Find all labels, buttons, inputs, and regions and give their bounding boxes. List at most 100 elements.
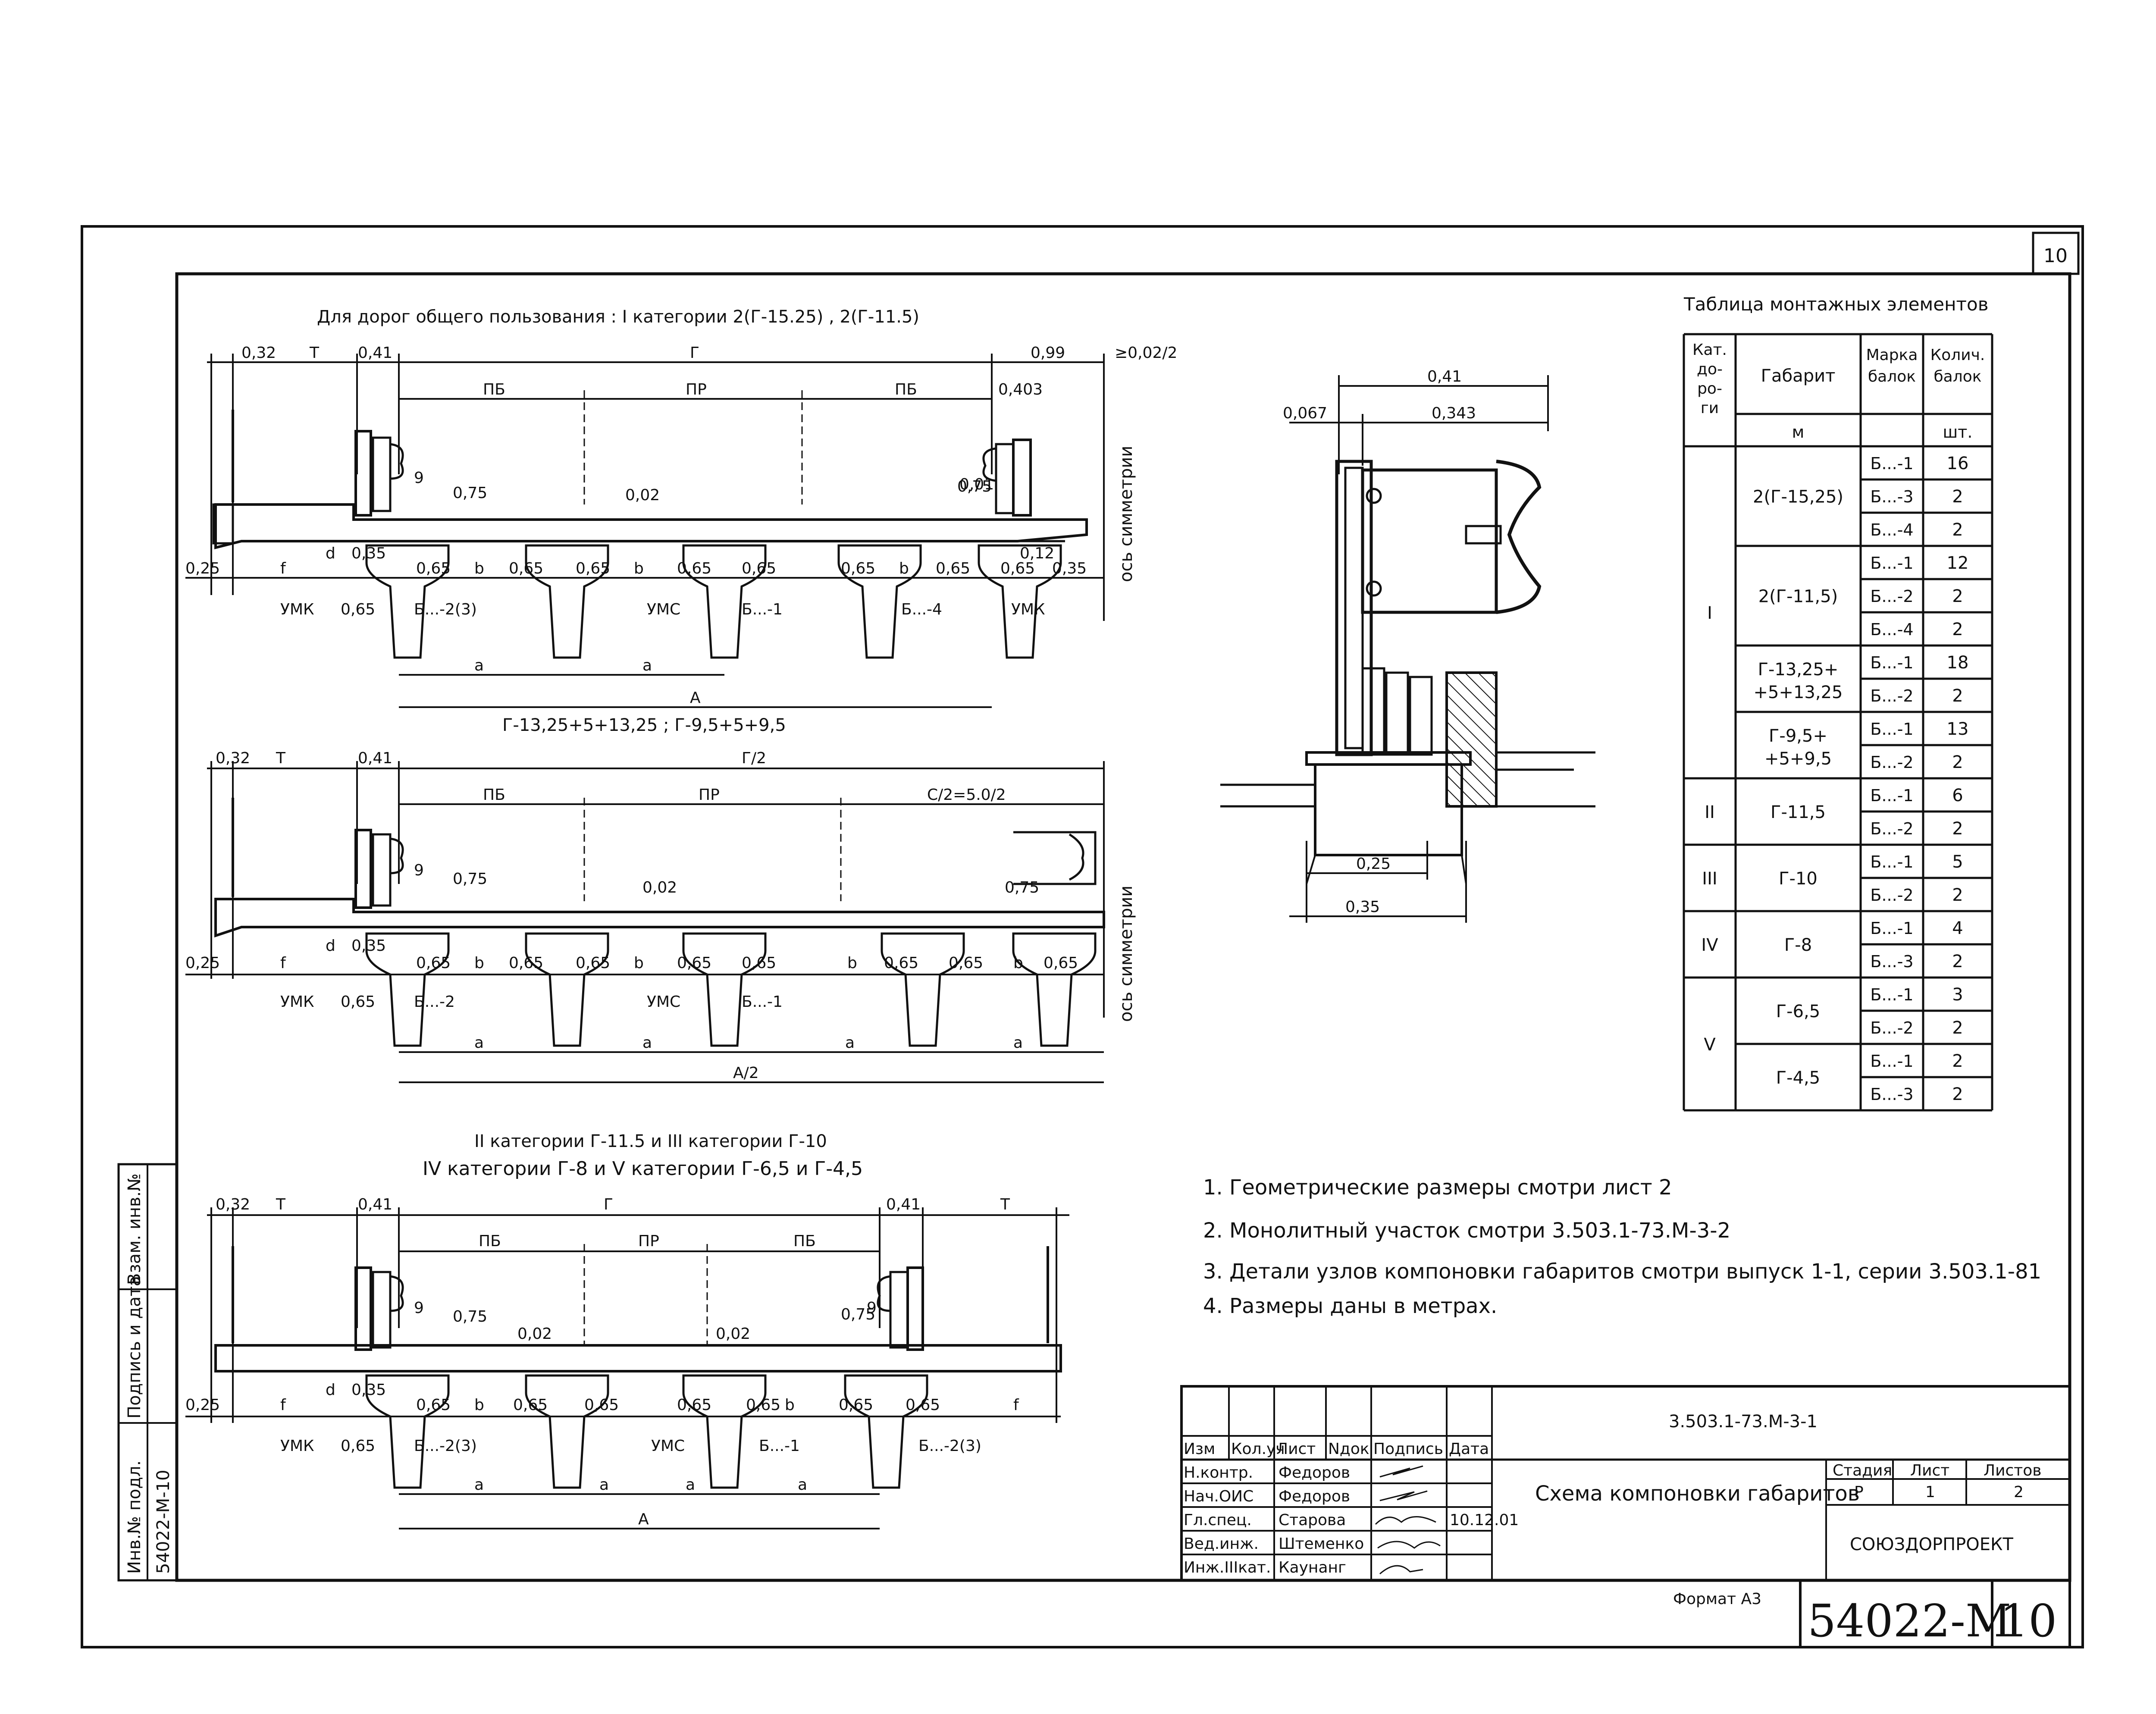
svg-text:0,41: 0,41: [886, 1196, 921, 1213]
table-cell-count: 2: [1952, 885, 1963, 905]
svg-text:0,65: 0,65: [841, 560, 875, 577]
svg-text:0,35: 0,35: [351, 937, 386, 955]
svg-text:b: b: [847, 954, 857, 972]
svg-text:0,65: 0,65: [1000, 560, 1035, 577]
svg-text:Лист: Лист: [1910, 1462, 1949, 1479]
svg-text:0,65: 0,65: [906, 1396, 940, 1414]
svg-text:Т: Т: [309, 344, 320, 362]
table-cell-gabarit: Г-10: [1779, 869, 1818, 889]
svg-text:Г: Г: [604, 1196, 613, 1213]
table-cell-mark: Б...-2: [1870, 1018, 1913, 1037]
table-cell-mark: Б...-1: [1870, 985, 1913, 1004]
svg-text:0,65: 0,65: [949, 954, 983, 972]
elements-table: Таблица монтажных элементов Кат.до-ро-ги…: [1683, 294, 1993, 1112]
svg-text:0,25: 0,25: [1356, 855, 1391, 873]
table-cell-count: 16: [1947, 454, 1969, 473]
svg-text:0,65: 0,65: [677, 1396, 711, 1414]
svg-text:0,01: 0,01: [959, 476, 994, 493]
table-cell-mark: Б...-3: [1870, 952, 1913, 971]
table-cell-count: 2: [1952, 752, 1963, 772]
inv-value: 54022-M-10: [154, 1470, 173, 1574]
svg-text:0,32: 0,32: [216, 1196, 250, 1213]
table-cell-count: 2: [1952, 1084, 1963, 1104]
sheet-number-box: 10: [2032, 232, 2080, 275]
svg-text:ПБ: ПБ: [483, 786, 505, 804]
table-cell-gabarit: +5+9,5: [1764, 749, 1832, 769]
svg-text:Стадия: Стадия: [1833, 1462, 1892, 1479]
table-cell-category: I: [1707, 603, 1712, 623]
svg-text:Каунанг: Каунанг: [1279, 1559, 1346, 1576]
table-cell-mark: Б...-2: [1870, 753, 1913, 772]
svg-text:d: d: [326, 1381, 335, 1399]
svg-text:9: 9: [414, 469, 424, 487]
table-header-cat: Кат.: [1692, 341, 1727, 359]
svg-text:0,65: 0,65: [576, 560, 610, 577]
table-cell-count: 13: [1947, 719, 1969, 739]
svg-text:0,067: 0,067: [1283, 404, 1327, 422]
svg-text:A: A: [690, 689, 701, 707]
table-cell-gabarit: Г-13,25+: [1758, 660, 1839, 680]
org-name: СОЮЗДОРПРОЕКТ: [1850, 1535, 2013, 1554]
svg-text:0,32: 0,32: [241, 344, 276, 362]
section-3-title: II категории Г-11.5 и III категории Г-10: [474, 1131, 827, 1151]
svg-text:a: a: [798, 1476, 807, 1494]
svg-text:C/2=5.0/2: C/2=5.0/2: [927, 786, 1006, 804]
svg-text:f: f: [1013, 1396, 1019, 1414]
section-2: Г-13,25+5+13,25 ; Г-9,5+5+9,5 0,32 Т 0,4…: [185, 715, 1136, 1083]
svg-text:Федоров: Федоров: [1279, 1464, 1350, 1482]
table-header-cat: ро-: [1697, 380, 1722, 398]
svg-text:0,65: 0,65: [742, 560, 776, 577]
table-cell-mark: Б...-1: [1870, 786, 1913, 805]
table-cell-count: 2: [1952, 586, 1963, 606]
svg-text:УМС: УМС: [651, 1437, 685, 1455]
svg-text:Дата: Дата: [1449, 1440, 1489, 1458]
svg-text:ПБ: ПБ: [895, 381, 917, 398]
svg-text:Б...-1: Б...-1: [742, 993, 783, 1011]
inv-label: Инв.№ подл.: [125, 1460, 144, 1574]
svg-text:Б...-1: Б...-1: [759, 1437, 800, 1455]
barrier-detail: 0,41 0,067 0,343 0,25 0,35: [1220, 368, 1595, 923]
table-cell-count: 5: [1952, 852, 1963, 872]
table-cell-mark: Б...-1: [1870, 653, 1913, 672]
svg-text:0,65: 0,65: [1044, 954, 1078, 972]
svg-text:Nдок: Nдок: [1328, 1440, 1369, 1458]
svg-text:ПР: ПР: [638, 1232, 659, 1250]
svg-text:Гл.спец.: Гл.спец.: [1184, 1511, 1252, 1529]
signatures: [1375, 1465, 1441, 1575]
svg-text:Вед.инж.: Вед.инж.: [1184, 1535, 1259, 1553]
outer-frame: [81, 225, 2084, 1648]
svg-text:b: b: [785, 1396, 795, 1414]
svg-text:0,65: 0,65: [936, 560, 970, 577]
svg-text:0,75: 0,75: [453, 870, 487, 888]
table-cell-count: 2: [1952, 620, 1963, 639]
svg-text:0,65: 0,65: [884, 954, 918, 972]
svg-text:Б...-4: Б...-4: [901, 601, 942, 618]
section-3: II категории Г-11.5 и III категории Г-10…: [185, 1131, 1069, 1529]
sheet-code-block: Формат А3 54022-M 10: [1673, 1579, 2071, 1648]
svg-text:ПБ: ПБ: [483, 381, 505, 398]
svg-text:ПР: ПР: [699, 786, 720, 804]
table-header-cat: до-: [1697, 360, 1723, 378]
table-cell-gabarit: 2(Г-11,5): [1758, 587, 1838, 607]
symmetry-axis-label-2: ось симметрии: [1116, 886, 1136, 1022]
note-4: 4. Размеры даны в метрах.: [1203, 1294, 1497, 1318]
svg-text:0,65: 0,65: [416, 560, 451, 577]
side-column: Инв.№ подл. 54022-M-10 Подпись и дата Вз…: [117, 1163, 178, 1582]
svg-text:Нач.ОИС: Нач.ОИС: [1184, 1488, 1253, 1505]
svg-text:a: a: [642, 1034, 652, 1052]
table-header-cat: ги: [1701, 399, 1719, 417]
table-header-mark: Марка: [1866, 346, 1918, 364]
svg-text:f: f: [280, 560, 286, 577]
note-2: 2. Монолитный участок смотри 3.503.1-73.…: [1203, 1219, 1730, 1243]
svg-text:0,41: 0,41: [358, 1196, 392, 1213]
svg-text:0,65: 0,65: [742, 954, 776, 972]
svg-text:0,02: 0,02: [625, 486, 660, 504]
section-1-title: Для дорог общего пользования : I категор…: [317, 307, 919, 327]
svg-text:Р: Р: [1854, 1483, 1864, 1501]
svg-text:0,35: 0,35: [351, 545, 386, 562]
svg-text:a: a: [1013, 1034, 1023, 1052]
svg-text:Листов: Листов: [1984, 1462, 2041, 1479]
svg-text:a: a: [474, 1034, 484, 1052]
table-header-mark: балок: [1868, 368, 1916, 385]
